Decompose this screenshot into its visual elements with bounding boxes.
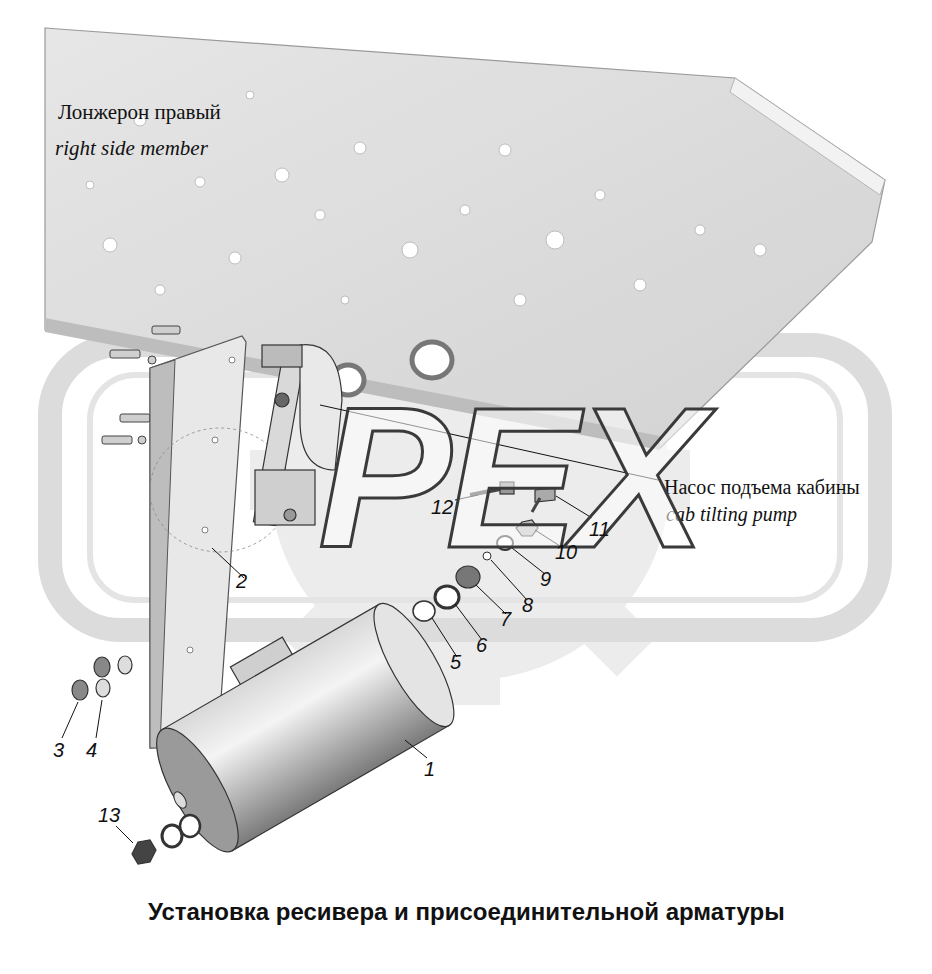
callout-number: 8 bbox=[522, 594, 533, 616]
callout-number: 3 bbox=[53, 739, 64, 761]
callout-number: 10 bbox=[555, 541, 577, 563]
part-name: right side member bbox=[55, 137, 208, 160]
callout-number: 4 bbox=[86, 739, 97, 761]
callout-number: 9 bbox=[540, 568, 551, 590]
callout-number: 6 bbox=[476, 634, 487, 656]
callout-number: 1 bbox=[424, 758, 435, 780]
callout-number: 5 bbox=[450, 651, 461, 673]
receiver bbox=[131, 576, 468, 863]
callout-number: 2 bbox=[236, 570, 247, 592]
part-name: Лонжерон правый bbox=[58, 101, 221, 124]
watermark: PEX bbox=[318, 378, 700, 578]
nuts bbox=[72, 656, 132, 700]
callout-number: 13 bbox=[98, 804, 120, 826]
callout-number: 11 bbox=[589, 518, 610, 540]
callout-number: 12 bbox=[431, 496, 453, 518]
callout-number: 7 bbox=[500, 608, 511, 630]
diagram-title: Установка ресивера и присоединительной а… bbox=[148, 899, 785, 925]
drain-plug bbox=[132, 815, 200, 864]
